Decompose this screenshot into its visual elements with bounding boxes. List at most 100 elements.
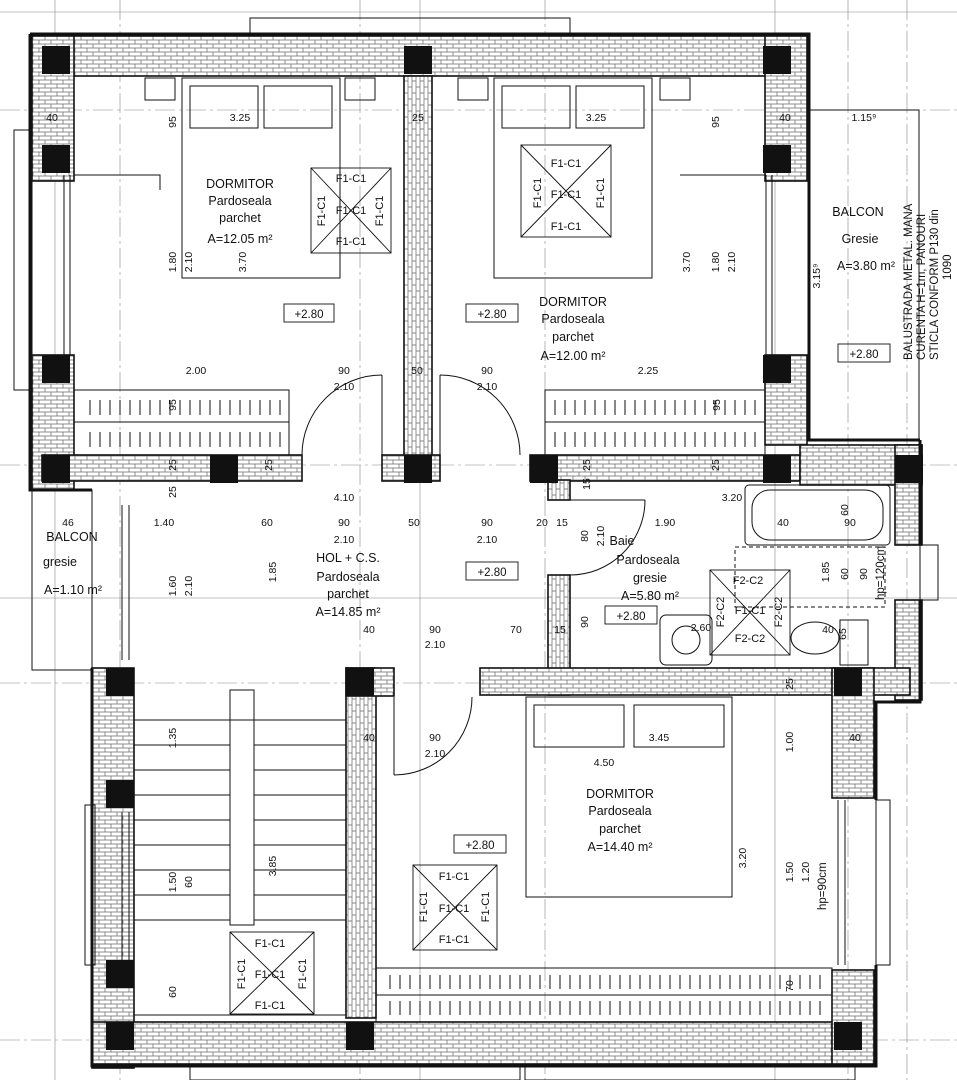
dimension-labels: 40 95 3.25 25 3.25 95 40 1.15⁹ 1.80 2.10… xyxy=(46,112,876,998)
elevation-label: +2.80 xyxy=(477,309,506,321)
dimension-label: 1.90 xyxy=(655,517,676,529)
elevation-label: +2.80 xyxy=(294,309,323,321)
dimension-label: 1.50 xyxy=(784,862,796,883)
dimension-label: 2.10 xyxy=(425,748,446,760)
elevation-label: +2.80 xyxy=(849,349,878,361)
dimension-label: 1.60 xyxy=(167,576,179,597)
dimension-label: 3.45 xyxy=(649,732,670,744)
fixture-labels: F1-C1 F1-C1 F1-C1 F1-C1 F1-C1 F1-C1 F1-C… xyxy=(236,158,785,1012)
light-label: F2-C2 xyxy=(735,633,766,645)
dimension-label: 2.10 xyxy=(425,639,446,651)
dimension-label: 3.85 xyxy=(267,856,279,877)
room-name: DORMITOR xyxy=(539,295,607,309)
light-label: F1-C1 xyxy=(316,196,328,227)
light-label: F1-C1 xyxy=(551,221,582,233)
dimension-label: 70 xyxy=(510,624,522,636)
room-finish: parchet xyxy=(552,330,594,344)
dimension-label: 15 xyxy=(581,478,593,490)
room-dorm2: DORMITOR Pardoseala parchet A=12.00 m² xyxy=(539,295,607,363)
room-finish: parchet xyxy=(219,211,261,225)
room-dorm3: DORMITOR Pardoseala parchet A=14.40 m² xyxy=(586,787,654,854)
dimension-label: 80 xyxy=(579,530,591,542)
ceiling-lights xyxy=(229,144,791,1015)
dimension-label: 90 xyxy=(481,365,493,377)
dimension-label: 40 xyxy=(779,112,791,124)
dimension-label: 40 xyxy=(46,112,58,124)
dimension-label: 2.10 xyxy=(183,576,195,597)
dimension-label: 2.60 xyxy=(691,622,712,634)
room-floor: Pardoseala xyxy=(588,804,651,818)
bathroom-fixtures xyxy=(659,484,891,666)
staircase xyxy=(134,689,346,1016)
elevation-label: +2.80 xyxy=(465,840,494,852)
elevation-labels: +2.80 +2.80 +2.80 +2.80 +2.80 +2.80 xyxy=(294,309,878,852)
dimension-label: 50 xyxy=(411,365,423,377)
dimension-label: 95 xyxy=(711,399,723,411)
room-area: A=14.85 m² xyxy=(316,605,381,619)
light-label: F1-C1 xyxy=(236,959,248,990)
dimension-label: 40 xyxy=(363,624,375,636)
dimension-label: 95 xyxy=(167,116,179,128)
room-finish: parchet xyxy=(599,822,641,836)
light-label: F1-C1 xyxy=(551,158,582,170)
beds xyxy=(144,77,733,898)
dimension-label: 60 xyxy=(167,986,179,998)
light-label: F1-C1 xyxy=(255,1000,286,1012)
window-note: hp=90cm xyxy=(817,862,829,910)
room-area: A=3.80 m² xyxy=(837,259,895,273)
light-label: F1-C1 xyxy=(551,189,582,201)
dimension-label: 3.25 xyxy=(230,112,251,124)
dimension-label: 2.10 xyxy=(595,526,607,547)
room-area: A=12.05 m² xyxy=(208,232,273,246)
light-label: F1-C1 xyxy=(255,969,286,981)
note-line: STICLA CONFORM P130 din xyxy=(929,209,941,360)
dimension-label: 1.40 xyxy=(154,517,175,529)
dimension-label: 25 xyxy=(581,459,593,471)
room-name: Baie xyxy=(609,534,634,548)
dimension-label: 25 xyxy=(167,486,179,498)
light-label: F1-C1 xyxy=(255,938,286,950)
light-label: F1-C1 xyxy=(374,196,386,227)
dimension-label: 15 xyxy=(554,624,566,636)
dimension-label: 65 xyxy=(837,628,849,640)
dimension-label: 1.85 xyxy=(820,562,832,583)
dimension-label: 1.85 xyxy=(267,562,279,583)
dimension-label: 25 xyxy=(167,459,179,471)
room-floor: Pardoseala xyxy=(541,312,604,326)
dimension-label: 3.20 xyxy=(722,492,743,504)
dimension-label: 1.35 xyxy=(167,728,179,749)
dimension-label: 90 xyxy=(429,624,441,636)
room-finish: gresie xyxy=(633,571,667,585)
dimension-label: 2.10 xyxy=(334,381,355,393)
dimension-label: 40 xyxy=(777,517,789,529)
dimension-label: 25 xyxy=(710,459,722,471)
room-name: DORMITOR xyxy=(206,177,274,191)
dimension-label: 90 xyxy=(844,517,856,529)
dimension-label: 90 xyxy=(579,616,591,628)
room-name: HOL + C.S. xyxy=(316,551,380,565)
room-floor: Pardoseala xyxy=(208,194,271,208)
elevation-markers xyxy=(283,303,891,854)
dimension-label: 40 xyxy=(822,624,834,636)
room-finish: parchet xyxy=(327,587,369,601)
dimension-label: 95 xyxy=(710,116,722,128)
dimension-label: 1.15⁹ xyxy=(852,112,877,124)
dimension-label: 95 xyxy=(167,399,179,411)
light-label: F1-C1 xyxy=(532,178,544,209)
dimension-label: 90 xyxy=(429,732,441,744)
room-floor: Pardoseala xyxy=(616,553,679,567)
dimension-label: 46 xyxy=(62,517,74,529)
dimension-label: 40 xyxy=(363,732,375,744)
dimension-label: 1.80 xyxy=(167,252,179,273)
dimension-label: 90 xyxy=(338,365,350,377)
dimension-label: 1.20 xyxy=(800,862,812,883)
windows xyxy=(13,17,939,1080)
room-area: A=1.10 m² xyxy=(44,583,102,597)
outer-outline xyxy=(28,32,922,1068)
dimension-label: 25 xyxy=(263,459,275,471)
note-line: 1090 xyxy=(942,254,954,280)
doors xyxy=(74,174,766,776)
wardrobes xyxy=(73,389,833,1023)
room-floor: gresie xyxy=(43,555,77,569)
